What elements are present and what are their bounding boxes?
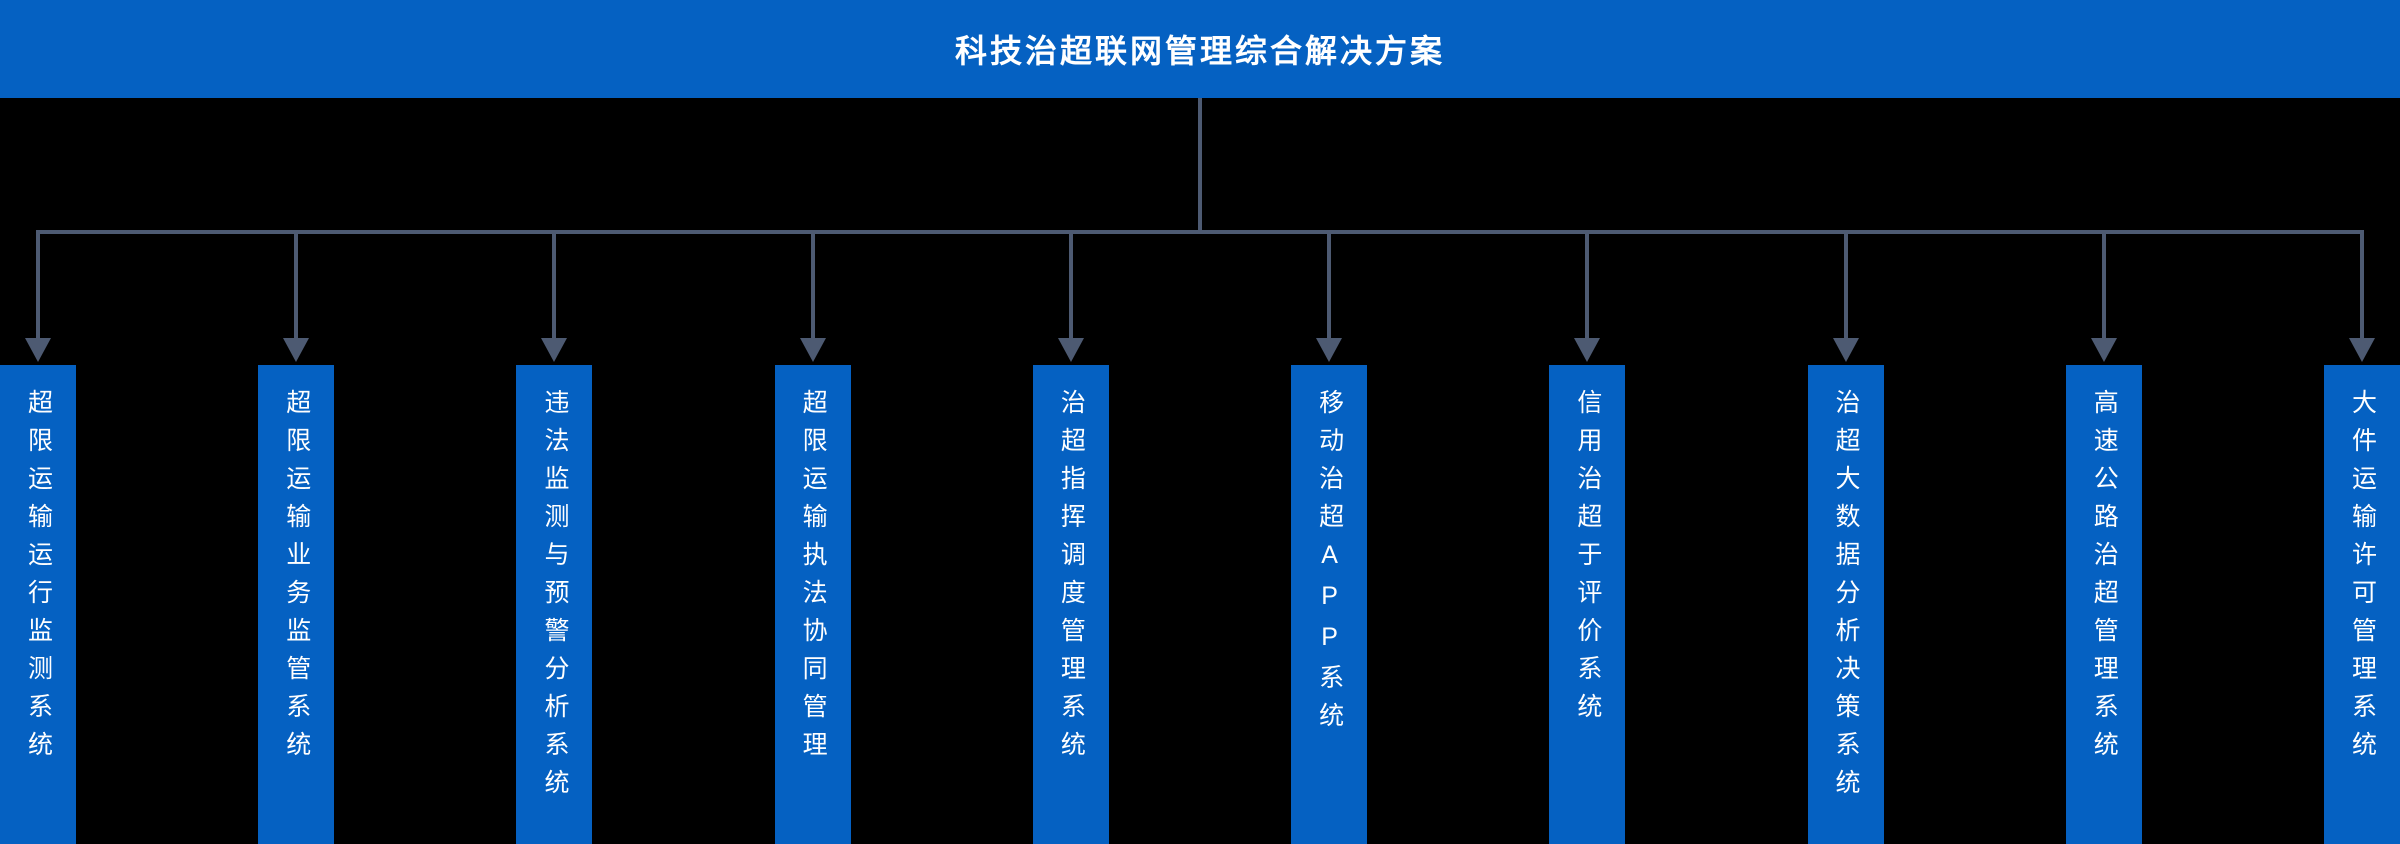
connector-horizontal-rail — [36, 230, 2364, 234]
system-label: 信用治超于评价系统 — [1573, 389, 1602, 731]
connector-branch-stem — [810, 234, 815, 338]
diagram-title: 科技治超联网管理综合解决方案 — [954, 33, 1445, 69]
system-column: 移动治超APP系统 — [1291, 234, 1368, 844]
arrow-down-icon — [799, 338, 826, 362]
system-label: 大件运输许可管理系统 — [2348, 389, 2377, 769]
arrow-down-icon — [1316, 338, 1343, 362]
system-box: 治超大数据分析决策系统 — [1807, 365, 1884, 844]
connector-branch-stem — [36, 234, 40, 338]
system-label: 超限运输业务监管系统 — [282, 389, 311, 769]
arrow-down-icon — [283, 338, 310, 362]
system-column: 大件运输许可管理系统 — [2323, 234, 2400, 844]
arrow-down-icon — [1057, 338, 1084, 362]
system-column: 超限运输业务监管系统 — [258, 234, 335, 844]
arrow-down-icon — [2090, 338, 2117, 362]
system-columns: 超限运输运行监测系统 超限运输业务监管系统 违法监测与预警分析系统 超限运输执法… — [0, 234, 2400, 844]
connector-branch-stem — [552, 234, 557, 338]
system-label: 移动治超APP系统 — [1315, 389, 1344, 740]
system-box: 移动治超APP系统 — [1291, 365, 1368, 844]
system-column: 治超大数据分析决策系统 — [1807, 234, 1884, 844]
connector-center-stem — [1198, 98, 1202, 232]
system-label: 超限运输执法协同管理 — [799, 389, 828, 769]
system-box: 治超指挥调度管理系统 — [1032, 365, 1109, 844]
arrow-down-icon — [2348, 338, 2375, 362]
system-box: 信用治超于评价系统 — [1549, 365, 1626, 844]
system-box: 大件运输许可管理系统 — [2323, 365, 2400, 844]
connector-branch-stem — [1585, 234, 1590, 338]
connector-branch-stem — [2359, 234, 2364, 338]
system-box: 高速公路治超管理系统 — [2065, 365, 2142, 844]
system-box: 超限运输业务监管系统 — [258, 365, 335, 844]
arrow-down-icon — [541, 338, 568, 362]
title-banner: 科技治超联网管理综合解决方案 — [0, 0, 2400, 98]
arrow-down-icon — [1574, 338, 1601, 362]
system-label: 治超大数据分析决策系统 — [1832, 389, 1861, 807]
system-label: 违法监测与预警分析系统 — [540, 389, 569, 807]
connector-branch-stem — [1068, 234, 1073, 338]
system-label: 超限运输运行监测系统 — [24, 389, 53, 769]
system-column: 超限运输运行监测系统 — [0, 234, 76, 844]
system-column: 违法监测与预警分析系统 — [516, 234, 593, 844]
system-box: 超限运输执法协同管理 — [774, 365, 851, 844]
system-column: 信用治超于评价系统 — [1549, 234, 1626, 844]
system-box: 超限运输运行监测系统 — [0, 365, 76, 844]
arrow-down-icon — [25, 338, 51, 362]
system-column: 治超指挥调度管理系统 — [1032, 234, 1109, 844]
arrow-down-icon — [1832, 338, 1859, 362]
system-label: 治超指挥调度管理系统 — [1057, 389, 1086, 769]
system-column: 高速公路治超管理系统 — [2065, 234, 2142, 844]
system-box: 违法监测与预警分析系统 — [516, 365, 593, 844]
connector-branch-stem — [294, 234, 299, 338]
connector-branch-stem — [2101, 234, 2106, 338]
connector-branch-stem — [1327, 234, 1332, 338]
connector-branch-stem — [1843, 234, 1848, 338]
system-column: 超限运输执法协同管理 — [774, 234, 851, 844]
system-label: 高速公路治超管理系统 — [2090, 389, 2119, 769]
